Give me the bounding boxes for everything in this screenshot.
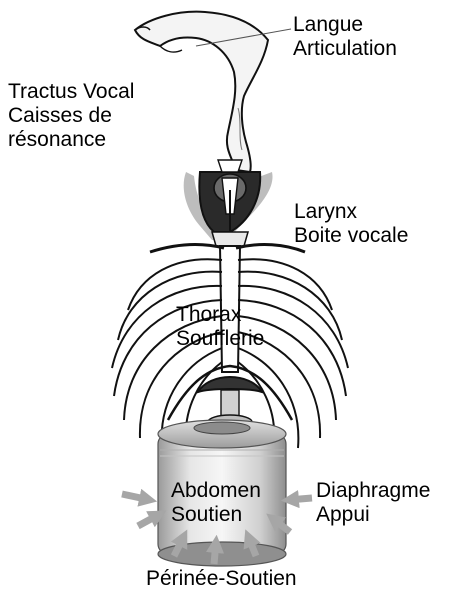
thorax-label-line-2: Soufflerie bbox=[176, 327, 264, 351]
perineum-label: Périnée-Soutien bbox=[146, 567, 297, 591]
arrow-right-upper bbox=[288, 498, 312, 500]
thorax-label-line-1: Thorax bbox=[176, 303, 264, 327]
arrow-left-lower bbox=[138, 514, 160, 526]
abdomen-label: Abdomen Soutien bbox=[171, 479, 261, 527]
vocal-tract-label: Tractus Vocal Caisses de résonance bbox=[8, 80, 134, 152]
larynx-shape bbox=[184, 160, 273, 246]
larynx-label-line-1: Larynx bbox=[294, 200, 408, 224]
tongue-label-line-1: Langue bbox=[293, 13, 397, 37]
vocal-tract-label-line-2: Caisses de bbox=[8, 104, 134, 128]
diaphragm-label-line-2: Appui bbox=[316, 503, 430, 527]
thorax-label: Thorax Soufflerie bbox=[176, 303, 264, 351]
vocal-tract-label-line-1: Tractus Vocal bbox=[8, 80, 134, 104]
vocal-tract-label-line-3: résonance bbox=[8, 128, 134, 152]
arrow-left-upper bbox=[122, 494, 150, 500]
abdomen-label-line-2: Soutien bbox=[171, 503, 261, 527]
abdomen-label-line-1: Abdomen bbox=[171, 479, 261, 503]
diaphragm-label: Diaphragme Appui bbox=[316, 479, 430, 527]
tongue-label: Langue Articulation bbox=[293, 13, 397, 61]
arrow-bottom-2 bbox=[214, 542, 216, 564]
vocal-tract-shape bbox=[135, 12, 268, 172]
larynx-label-line-2: Boite vocale bbox=[294, 224, 408, 248]
tongue-label-line-2: Articulation bbox=[293, 37, 397, 61]
diaphragm-label-line-1: Diaphragme bbox=[316, 479, 430, 503]
larynx-label: Larynx Boite vocale bbox=[294, 200, 408, 248]
